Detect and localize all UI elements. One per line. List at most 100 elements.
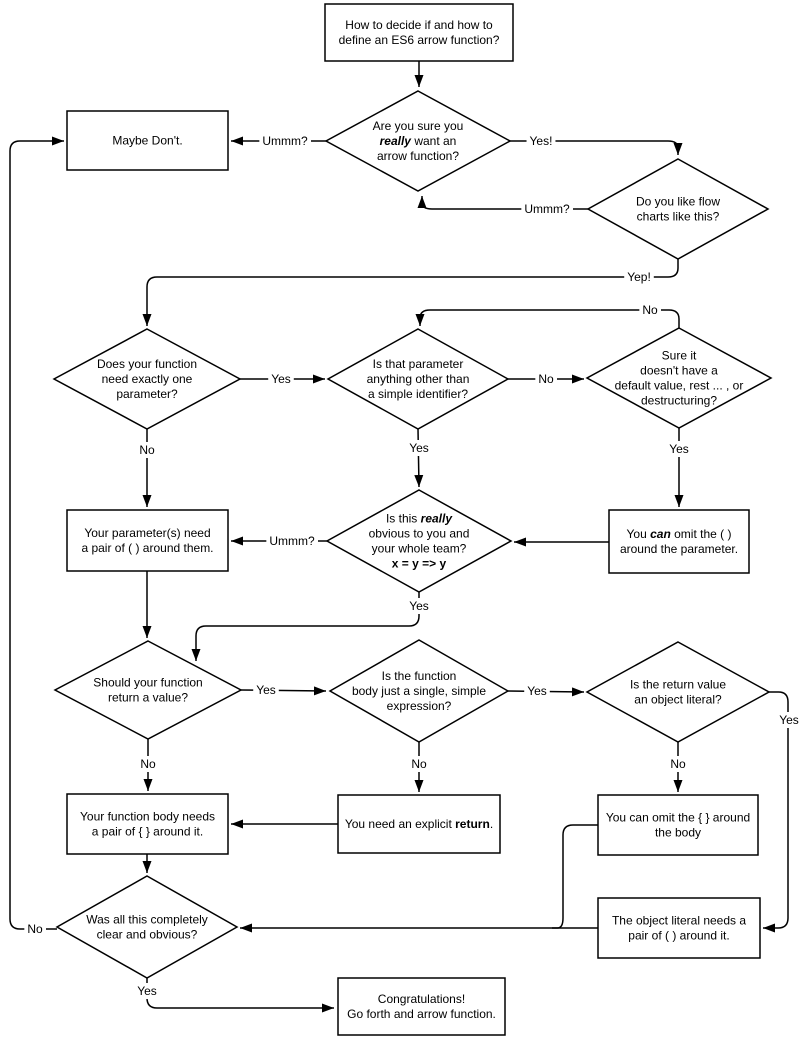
edge-flowcharts-to-want [417, 196, 588, 210]
edge-label-bg-nodefault-to-omitparens [666, 441, 692, 457]
edge-objliteral-to-objparens [763, 691, 789, 933]
congrats-shape [337, 977, 506, 1036]
node-can-omit-parens: You can omit the ( )around the parameter… [608, 509, 750, 574]
edge-label-bg-returnvalue-to-braces [137, 756, 159, 772]
edge-label-text-singleexpr-to-objliteral: Yes [527, 684, 547, 698]
edge-label-bg-want-to-flowcharts [526, 133, 556, 149]
edge-label-bg-singleexpr-to-objliteral [524, 683, 550, 699]
edge-label-text-obvious-to-parens: Ummm? [269, 534, 315, 548]
explicit-return-shape [337, 794, 501, 854]
q-clear-shape [55, 875, 239, 979]
edge-label-text-returnvalue-to-braces: No [140, 757, 156, 771]
edge-label-bg-oneparam-to-simpleid [268, 371, 294, 387]
edge-label-singleexpr-to-return: No [408, 756, 430, 772]
edge-label-nodefault-to-omitparens: Yes [666, 441, 692, 457]
edge-label-text-simpleid-to-obvious: Yes [409, 441, 429, 455]
edge-label-bg-obvious-to-parens [266, 533, 318, 549]
omit-braces-shape [597, 794, 759, 856]
parens-needed-shape [66, 509, 229, 572]
edge-label-obvious-to-parens: Ummm? [266, 533, 318, 549]
edge-label-text-flowcharts-to-want: Ummm? [524, 202, 570, 216]
edge-label-objliteral-to-objparens: Yes [776, 712, 802, 728]
edge-label-bg-flowcharts-to-want [521, 201, 573, 217]
q-want-arrow-shape [324, 90, 512, 192]
edge-label-text-want-to-flowcharts: Yes! [530, 134, 553, 148]
node-explicit-return: You need an explicit return. [337, 794, 501, 854]
q-single-expression-shape [328, 639, 510, 743]
edge-label-want-to-maybedont: Ummm? [259, 133, 311, 149]
edge-label-text-singleexpr-to-return: No [411, 757, 427, 771]
edge-label-bg-clear-to-maybedont [24, 921, 46, 937]
node-maybe-dont: Maybe Don't. [66, 110, 229, 171]
object-literal-parens-shape [597, 897, 761, 959]
edge-label-bg-returnvalue-to-singleexpr [253, 682, 279, 698]
edge-label-returnvalue-to-braces: No [137, 756, 159, 772]
congrats-text: Congratulations!Go forth and arrow funct… [347, 992, 496, 1021]
edge-label-clear-to-congrats: Yes [134, 983, 160, 999]
edge-label-want-to-flowcharts: Yes! [526, 133, 556, 149]
edge-label-nodefault-to-simpleid: No [639, 302, 661, 318]
edge-nodefault-to-simpleid [415, 309, 680, 328]
q-object-literal-shape [585, 641, 771, 743]
edge-label-text-flowcharts-to-oneparam: Yep! [627, 270, 651, 284]
edge-label-text-obvious-to-returnvalue: Yes [409, 599, 429, 613]
start-shape [324, 3, 514, 62]
edge-label-text-want-to-maybedont: Ummm? [262, 134, 308, 148]
edge-want-to-flowcharts [510, 140, 683, 155]
edge-label-bg-flowcharts-to-oneparam [624, 269, 654, 285]
edge-simpleid-to-obvious [414, 428, 424, 488]
edge-label-bg-simpleid-to-nodefault [535, 371, 557, 387]
edge-label-flowcharts-to-want: Ummm? [521, 201, 573, 217]
edge-label-text-objliteral-to-objparens: Yes [779, 713, 799, 727]
edge-label-bg-oneparam-to-parens [136, 442, 158, 458]
edge-clear-to-maybedont [9, 136, 64, 930]
q-no-default-shape [585, 327, 773, 429]
maybe-dont-text: Maybe Don't. [112, 134, 182, 148]
q-like-flowcharts-shape [586, 158, 770, 260]
edge-label-text-nodefault-to-simpleid: No [642, 303, 658, 317]
edge-label-text-simpleid-to-nodefault: No [538, 372, 554, 386]
edge-label-oneparam-to-simpleid: Yes [268, 371, 294, 387]
edge-label-oneparam-to-parens: No [136, 442, 158, 458]
edge-label-simpleid-to-nodefault: No [535, 371, 557, 387]
edge-label-text-clear-to-congrats: Yes [137, 984, 157, 998]
edge-label-simpleid-to-obvious: Yes [406, 440, 432, 456]
edge-label-objliteral-to-omitbraces: No [667, 756, 689, 772]
node-congrats: Congratulations!Go forth and arrow funct… [337, 977, 506, 1036]
edge-label-singleexpr-to-objliteral: Yes [524, 683, 550, 699]
edge-omitbraces-join [552, 824, 598, 929]
q-return-value-shape [53, 640, 243, 740]
edge-label-obvious-to-returnvalue: Yes [406, 598, 432, 614]
edge-label-bg-simpleid-to-obvious [406, 440, 432, 456]
edge-label-bg-want-to-maybedont [259, 133, 311, 149]
edge-label-bg-singleexpr-to-return [408, 756, 430, 772]
edge-label-text-clear-to-maybedont: No [27, 922, 43, 936]
edge-label-text-objliteral-to-omitbraces: No [670, 757, 686, 771]
